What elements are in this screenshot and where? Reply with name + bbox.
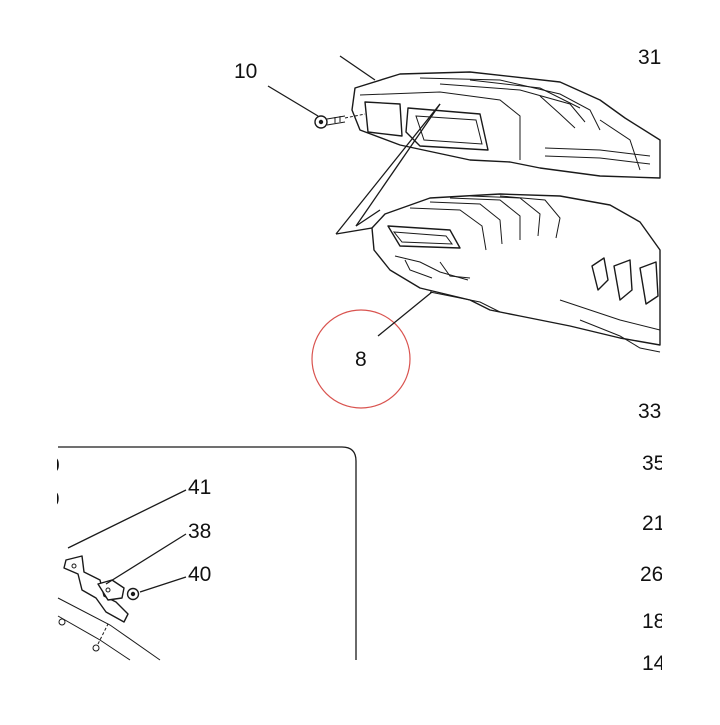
screw-10-icon bbox=[314, 113, 366, 129]
lower-housing-part-8 bbox=[371, 193, 661, 353]
right-label-7: 14 bbox=[642, 652, 666, 675]
right-label-5: 26 bbox=[640, 563, 663, 586]
right-label-3: 35 bbox=[642, 452, 665, 475]
callout-10-label: 10 bbox=[234, 60, 257, 83]
right-label-2: 33 bbox=[638, 400, 661, 423]
callout-10: 10 bbox=[234, 60, 319, 117]
right-edge-labels: 31 33 35 21 26 18 14 bbox=[638, 46, 666, 675]
callout-40-label: 40 bbox=[188, 563, 211, 586]
right-label-1: 31 bbox=[638, 46, 661, 69]
right-label-4: 21 bbox=[642, 512, 665, 535]
callout-38-label: 38 bbox=[188, 520, 211, 543]
callout-8-label: 8 bbox=[355, 348, 367, 371]
bracket-41-38 bbox=[63, 555, 129, 623]
upper-cover-part bbox=[339, 55, 661, 179]
nut-40-icon bbox=[126, 587, 140, 601]
detail-inset: 0 9 41 38 40 bbox=[0, 446, 357, 667]
right-label-6: 18 bbox=[642, 610, 665, 633]
highlight-circle bbox=[311, 309, 411, 409]
callout-41-label: 41 bbox=[188, 476, 211, 499]
callout-8: 8 bbox=[311, 291, 433, 409]
assembly-connector-lines bbox=[335, 103, 441, 235]
